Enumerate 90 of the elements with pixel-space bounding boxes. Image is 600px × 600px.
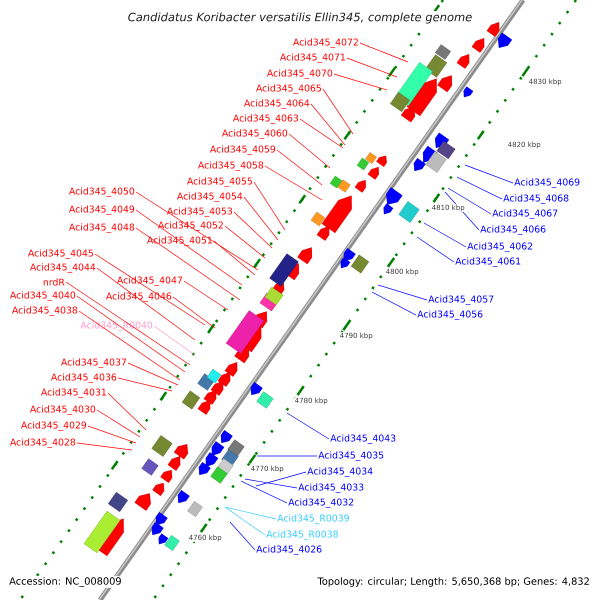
leader-line xyxy=(76,296,186,372)
gene-label: nrdR xyxy=(44,278,65,286)
gene-label: Acid345_4035 xyxy=(318,451,384,461)
gene-label: Acid345_4066 xyxy=(480,225,546,235)
leader-line xyxy=(464,164,514,184)
leader-line xyxy=(66,282,190,366)
gene-label: Acid345_4053 xyxy=(167,207,232,217)
gene-label: Acid345_4037 xyxy=(61,358,126,368)
leader-line xyxy=(240,480,288,504)
gene-label: Acid345_4067 xyxy=(492,209,558,219)
gene-label: Acid345_4054 xyxy=(177,192,242,202)
leader-line xyxy=(310,104,346,146)
gene-label: Acid345_4033 xyxy=(298,483,364,493)
gene-label: Acid345_4061 xyxy=(455,257,520,267)
gene-label: Acid345_4029 xyxy=(21,421,86,431)
title: Candidatus Koribacter versatilis Ellin345, complete genome xyxy=(126,10,474,26)
summary-text: Topology: circular; Length: 5,650,368 bp; Genes: 4,832 xyxy=(316,576,591,588)
leader-line xyxy=(244,478,298,488)
leader-line xyxy=(96,410,140,438)
leader-line xyxy=(360,42,408,62)
leader-line xyxy=(254,182,286,230)
leader-line xyxy=(108,392,146,430)
leader-line xyxy=(448,188,492,214)
gene-label: Acid345_4072 xyxy=(293,38,358,48)
gene-label: Acid345_4068 xyxy=(503,194,568,204)
gene-label: Acid345_4062 xyxy=(467,242,532,252)
gene-label: Acid345_4057 xyxy=(428,295,494,305)
leader-line xyxy=(234,212,272,248)
gene-label: Acid345_4049 xyxy=(69,205,134,215)
gene-label: Acid345_4030 xyxy=(30,405,96,415)
gene-label: Acid345_4058 xyxy=(198,161,264,171)
gene-label: Acid345_4032 xyxy=(288,498,354,508)
gene-label: Acid345_4038 xyxy=(12,306,78,316)
gene-label: Acid345_4070 xyxy=(267,69,332,79)
leader-line xyxy=(424,222,466,248)
gene-label: Acid345_4065 xyxy=(256,84,321,94)
leader-line xyxy=(78,310,180,380)
leader-line xyxy=(256,472,306,486)
leader-line xyxy=(88,426,136,444)
leader-line xyxy=(264,166,322,200)
gene-label: Acid345_4050 xyxy=(69,187,134,197)
gene-label: Acid345_4036 xyxy=(51,373,116,383)
gene-label: Acid345_4026 xyxy=(256,545,322,555)
leader-line xyxy=(224,506,266,536)
gene-label: Acid345_4034 xyxy=(307,467,373,477)
gene-label: Acid345_4060 xyxy=(222,129,288,139)
leader-line xyxy=(128,362,178,386)
leader-line xyxy=(94,254,206,326)
gene-label: Acid345_4056 xyxy=(417,310,482,320)
leader-line xyxy=(276,150,322,186)
leader-line xyxy=(416,236,454,262)
gene-label: Acid345_4059 xyxy=(210,145,276,155)
gene-label: Acid345_4040 xyxy=(10,291,76,301)
leader-line xyxy=(76,442,132,450)
leader-line xyxy=(346,58,398,78)
gene-label: Acid345_4063 xyxy=(233,114,298,124)
leader-line xyxy=(322,88,354,134)
leader-line xyxy=(230,522,256,550)
gene-label: Acid345_4055 xyxy=(187,177,252,187)
leader-line xyxy=(244,196,278,240)
gene-label: Acid345_4028 xyxy=(10,438,76,448)
leader-line xyxy=(136,228,240,300)
gene-label: Acid345_4069 xyxy=(514,178,580,188)
gene-label: Acid345_4064 xyxy=(244,99,310,109)
leader-line xyxy=(372,292,416,316)
leader-line xyxy=(136,210,242,286)
gene-label: Acid345_4031 xyxy=(41,388,106,398)
gene-label: Acid345_4048 xyxy=(69,223,134,233)
leader-line xyxy=(378,284,428,300)
gene-label: Acid345_R0038 xyxy=(266,530,338,540)
gene-label: Acid345_4045 xyxy=(28,249,93,259)
gene-label: Acid345_R0039 xyxy=(277,514,349,524)
leader-line xyxy=(136,192,258,270)
leader-line xyxy=(214,240,256,276)
leader-line xyxy=(456,176,502,200)
leader-line xyxy=(172,296,216,328)
leader-line xyxy=(184,280,228,310)
gene-label: Acid345_4043 xyxy=(330,434,396,444)
accession-text: Accession: NC_008009 xyxy=(8,576,123,588)
gene-label: Acid345_4044 xyxy=(30,263,96,273)
leader-line xyxy=(224,506,276,520)
leader-line xyxy=(118,378,172,392)
leader-line xyxy=(224,226,266,258)
leader-line xyxy=(288,134,330,168)
leader-line xyxy=(300,118,344,148)
leader-line xyxy=(286,412,330,440)
leader-line xyxy=(96,268,196,340)
gene-label: Acid345_4071 xyxy=(280,53,345,63)
leader-line xyxy=(334,74,388,90)
leader-line xyxy=(154,326,196,356)
